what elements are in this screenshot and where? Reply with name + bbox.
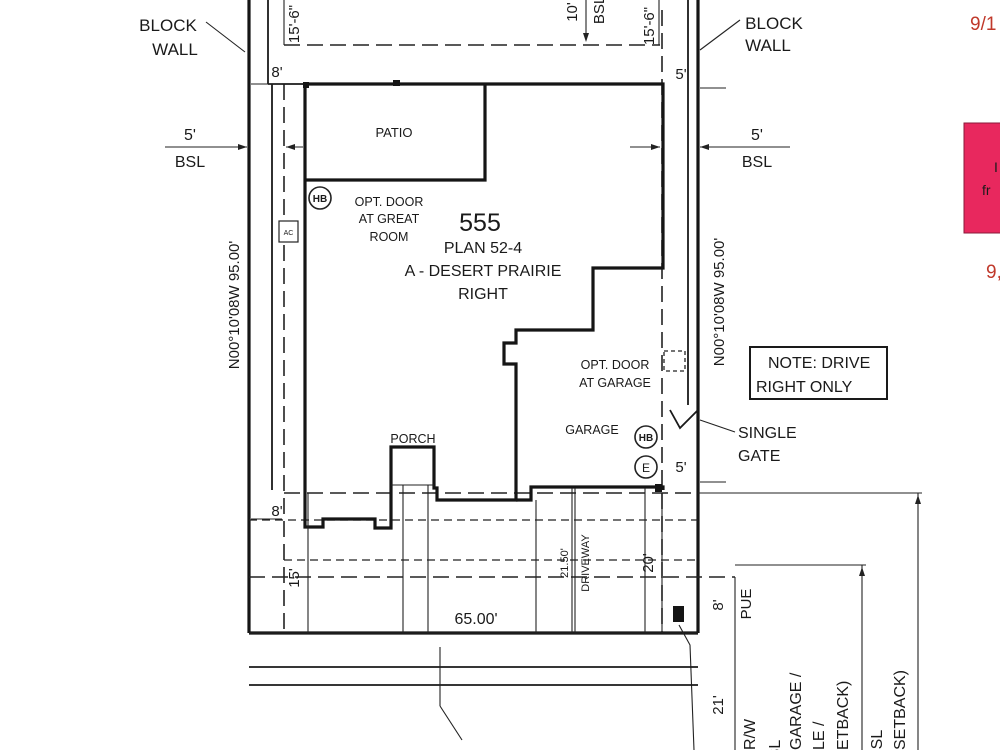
hb-label-1: HB: [313, 194, 327, 205]
leader-block-wall-left: [205, 21, 246, 53]
block-wall-right-label-1: BLOCK: [745, 14, 803, 33]
corner-marker: [303, 82, 309, 88]
dim-20-label: 20': [640, 553, 657, 573]
patio-outline: [305, 84, 487, 182]
hb-label-2: HB: [639, 433, 653, 444]
porch-label: PORCH: [390, 432, 435, 446]
utility-box: [673, 606, 684, 622]
bsl-label-a: BSL: [767, 740, 784, 750]
setback-label-b: SETBACK): [892, 670, 909, 750]
lot-number: 555: [459, 209, 501, 237]
dim-10-bsl-label: BSL: [591, 0, 608, 24]
handing-label: RIGHT: [458, 286, 508, 303]
block-wall-right-label-2: WALL: [745, 36, 791, 55]
patio-label: PATIO: [375, 125, 412, 140]
bsl-right-dim: 5': [751, 127, 763, 144]
dim-21-label: 21': [710, 695, 727, 715]
bearing-right: N00°10'08W 95.00': [711, 238, 728, 367]
stamp-text-2: fr: [982, 182, 991, 198]
street-lines: [249, 647, 698, 741]
bsl-right-label: BSL: [742, 154, 772, 171]
review-stamp: [963, 122, 1000, 234]
opt-door-great-label-3: ROOM: [370, 230, 409, 244]
bsl-left-label: BSL: [175, 154, 205, 171]
driveway: [535, 488, 646, 633]
note-box: [749, 346, 888, 400]
driveway-label: DRIVEWAY: [580, 534, 592, 592]
note-line-2: RIGHT ONLY: [756, 379, 853, 396]
dim-8-bottom-label: 8': [271, 503, 282, 520]
dim-5-top-label: 5': [675, 66, 686, 83]
hose-bib-icon: [308, 186, 332, 210]
setback-label-a: ETBACK): [835, 681, 852, 750]
utility-leader: [678, 624, 695, 750]
dim-5-bottom-label: 5': [675, 459, 686, 476]
dim-15-6-left-label: 15'-6": [286, 5, 303, 43]
leader-block-wall-right: [699, 19, 741, 51]
dim-10-label: 10': [564, 2, 581, 22]
fixtures: HB HB E: [308, 186, 658, 479]
dim-15-6-right-label: 15'-6": [641, 7, 658, 45]
pue-label: PUE: [738, 589, 755, 620]
margin-date-mid: 9,: [986, 262, 1000, 283]
bsl-left-dim: 5': [184, 127, 196, 144]
ac-unit: [278, 220, 299, 243]
opt-door-great-label-2: AT GREAT: [359, 212, 420, 226]
single-gate-label-1: SINGLE: [738, 425, 797, 442]
driveway-width-label: 21.50': [559, 548, 571, 578]
e-label: E: [642, 461, 650, 475]
plan-label: PLAN 52-4: [444, 240, 522, 257]
le-col-label: LE /: [811, 721, 828, 750]
property-lines: [247, 0, 700, 635]
single-gate: [669, 409, 736, 433]
block-wall-left-label-2: WALL: [152, 40, 198, 59]
ac-label: AC: [284, 230, 294, 237]
opt-door-great-label-1: OPT. DOOR: [355, 195, 424, 209]
house-outline: [303, 82, 665, 530]
rw-label: R/W: [742, 718, 759, 750]
lot-width-label: 65.00': [454, 611, 497, 628]
garage-front: [516, 485, 665, 502]
margin-date-top: 9/1: [970, 14, 996, 35]
single-gate-label-2: GATE: [738, 448, 780, 465]
dim-8-top-label: 8': [271, 64, 282, 81]
garage-label: GARAGE: [565, 423, 619, 437]
dimension-lines: [165, 0, 922, 750]
block-wall-left-label-1: BLOCK: [139, 16, 197, 35]
garage-corner-marker: [655, 484, 662, 492]
bearing-left: N00°10'08W 95.00': [226, 241, 243, 370]
rear-marker: [393, 80, 400, 86]
bsl-label-b: BSL: [869, 730, 886, 750]
electric-meter-icon: [634, 455, 658, 479]
stamp-text-1: I: [994, 159, 998, 175]
gate-leader: [699, 419, 736, 433]
elevation-label: A - DESERT PRAIRIE: [405, 263, 562, 280]
walk-extension-diag: [439, 705, 463, 741]
garage-col-label: GARAGE /: [788, 672, 805, 750]
dim-8-pue-label: 8': [710, 599, 727, 610]
hose-bib-icon: [634, 425, 658, 449]
note-line-1: NOTE: DRIVE: [768, 355, 870, 372]
opt-door-garage-label-2: AT GARAGE: [579, 376, 651, 390]
house-footprint: [303, 80, 665, 530]
porch-walk: [391, 484, 434, 633]
dim-15-label: 15': [286, 568, 303, 588]
opt-door-garage-label-1: OPT. DOOR: [581, 358, 650, 372]
gate-swing: [669, 409, 699, 430]
opt-door-garage-box: [663, 350, 686, 372]
